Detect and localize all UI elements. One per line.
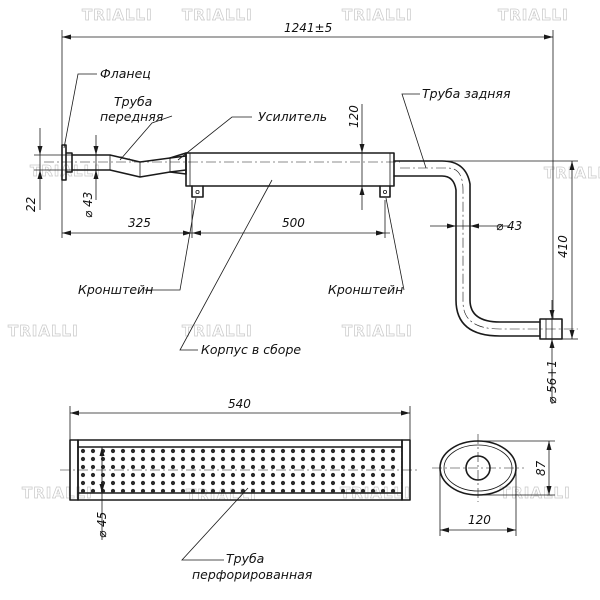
watermark: TRIALLI — [182, 322, 253, 340]
watermark: TRIALLI — [500, 484, 571, 502]
dim-front-length: 325 — [128, 216, 151, 230]
label-front-pipe-2: передняя — [100, 109, 164, 124]
dim-perf-pipe-dia: ⌀ 45 — [95, 512, 109, 538]
dim-height-120: 120 — [347, 105, 361, 128]
watermark: TRIALLI — [498, 6, 569, 24]
watermark: TRIALLI — [182, 6, 253, 24]
watermark: TRIALLI — [342, 6, 413, 24]
label-bracket-right: Кронштейн — [328, 282, 403, 297]
rear-pipe — [393, 160, 541, 337]
dim-outlet-dia: ⌀ 56+1 — [545, 360, 559, 404]
dim-flange-height: 22 — [24, 197, 38, 212]
bracket-left — [191, 185, 204, 198]
dim-oval-height: 87 — [534, 460, 548, 476]
watermark: TRIALLI — [82, 6, 153, 24]
watermark: TRIALLI — [8, 322, 79, 340]
outlet — [539, 318, 563, 340]
exhaust-assembly — [44, 144, 578, 340]
dim-total-height: 410 — [556, 235, 570, 258]
watermark: TRIALLI — [30, 162, 101, 180]
dim-front-pipe-dia: ⌀ 43 — [81, 192, 95, 218]
label-perf-pipe: Труба — [226, 551, 264, 566]
dim-body-length: 500 — [282, 216, 305, 230]
label-front-pipe: Труба — [114, 94, 152, 109]
perforated-pipe-section: 540 ⌀ 45 Труба перфорированная — [60, 397, 420, 582]
label-flange: Фланец — [100, 66, 151, 81]
bracket-right — [379, 185, 391, 198]
muffler-body — [185, 152, 395, 187]
dim-inner-length: 540 — [228, 397, 251, 411]
watermark: TRIALLI — [342, 322, 413, 340]
label-body-assembly: Корпус в сборе — [201, 342, 301, 357]
label-bracket-left: Кронштейн — [78, 282, 153, 297]
labels-top: Фланец Труба передняя Усилитель Труба за… — [63, 66, 511, 357]
dim-overall-length: 1241±5 — [284, 21, 332, 35]
label-reinforcer: Усилитель — [258, 109, 327, 124]
oval-end-view: 87 120 — [432, 434, 555, 536]
dim-oval-width: 120 — [468, 513, 491, 527]
watermark-group: TRIALLI TRIALLI TRIALLI TRIALLI TRIALLI … — [8, 6, 600, 505]
label-perf-pipe-2: перфорированная — [192, 567, 313, 582]
label-rear-pipe: Труба задняя — [422, 86, 511, 101]
watermark: TRIALLI — [22, 484, 93, 502]
dim-rear-pipe-dia: ⌀ 43 — [496, 219, 522, 233]
dimensions-top: 1241±5 120 22 ⌀ 43 325 500 ⌀ 43 — [24, 21, 578, 404]
